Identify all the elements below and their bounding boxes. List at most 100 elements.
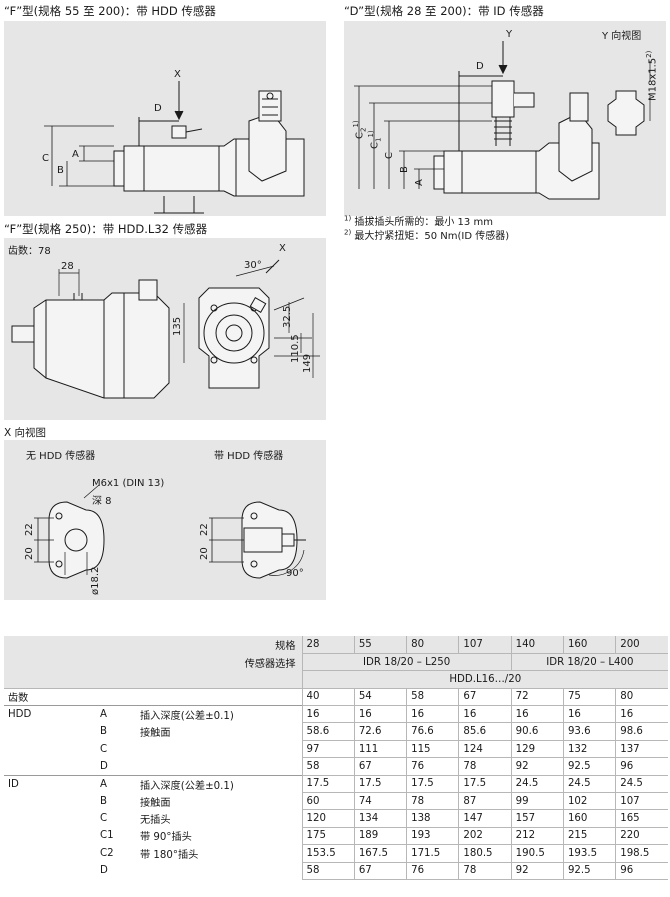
value-cell: 198.5 [615,844,668,863]
value-cell: 16 [353,705,407,724]
dim-20-right: 20 [199,547,210,560]
label-b: B [57,165,64,176]
value-cell: 24.5 [615,774,668,794]
heading-x-view: X 向视图 [4,427,47,439]
value-cell: 67 [458,688,512,707]
value-cell: 80 [615,688,668,707]
thread-label: M6x1 (DIN 13) [92,478,165,489]
value-cell: 67 [353,862,407,880]
value-cell: 17.5 [353,774,407,794]
flange-drawings [34,484,306,579]
value-cell: 175 [301,827,355,846]
section-name: ID [4,774,96,793]
value-cell: 129 [510,740,564,759]
value-cell: 102 [562,792,616,811]
value-cell: 220 [615,827,668,846]
value-cell: 202 [458,827,512,846]
x-view-right-title: 带 HDD 传感器 [214,451,284,462]
sensor-label: 传感器选择 [4,653,303,671]
value-cell: 58 [301,757,355,776]
footnote-2: 2) 最大拧紧扭矩：50 Nm(ID 传感器) [344,228,510,242]
value-cell: 78 [458,862,512,880]
value-cell: 76 [406,757,459,776]
row-desc [136,758,302,775]
dim-20-left: 20 [24,547,35,560]
table-row-sensor: 传感器选择 IDR 18/20 – L250 IDR 18/20 – L400 [4,653,668,672]
row-code: C [100,743,108,755]
value-cell: 111 [353,740,407,759]
value-cell: 137 [615,740,668,759]
value-cell: 193 [406,827,459,846]
value-cell: 120 [301,809,355,828]
value-cell: 16 [510,705,564,724]
row-desc: 带 180°插头 [140,849,199,861]
row-code: A [96,705,136,723]
value-cell: 96 [615,862,668,880]
dim-30: 30° [244,260,262,271]
hdd-range: HDD.L16…/20 [301,670,668,689]
value-cell: 96 [615,757,668,776]
label-c: C [42,153,49,164]
row-code [96,688,136,705]
value-cell: 78 [458,757,512,776]
value-cell: 92 [510,757,564,776]
value-cell: 54 [353,688,407,707]
dim-135: 135 [172,316,183,336]
heading-f-hdd-l32: “F”型(规格 250)：带 HDD.L32 传感器 [4,222,208,236]
x-view-left-title: 无 HDD 传感器 [26,451,96,462]
sensor-low: IDR 18/20 – L250 [301,653,512,672]
dim-22-left: 22 [24,523,35,536]
value-cell: 134 [353,809,407,828]
value-cell: 107 [615,792,668,811]
label-x: X [174,69,181,80]
dim-90: 90° [286,568,304,579]
value-cell: 124 [458,740,512,759]
row-code: A [96,774,136,793]
section-name [4,827,96,844]
label-a: A [414,179,425,186]
value-cell: 58.6 [301,722,355,741]
row-desc: 插入深度(公差±0.1) [136,705,303,723]
footnote-1: 1) 插拔插头所需的：最小 13 mm [344,214,493,228]
pump-drawing-f-l32 [11,259,320,399]
value-cell: 58 [406,688,459,707]
value-cell: 160 [562,809,616,828]
size-cell: 200 [615,636,668,654]
row-desc: 接触面 [140,728,171,740]
value-cell: 153.5 [301,844,355,863]
dim-18-2: ø18.2 [90,566,101,595]
value-cell: 17.5 [301,774,355,794]
value-cell: 24.5 [510,774,564,794]
row-code: D [100,760,108,772]
value-cell: 167.5 [353,844,407,863]
value-cell: 138 [406,809,459,828]
value-cell: 76.6 [406,722,459,741]
value-cell: 92 [510,862,564,880]
value-cell: 58 [301,862,355,880]
label-m18: M18x1.52) [645,50,659,101]
table-row-size: 规格 28 55 80 107 140 160 200 [4,636,668,654]
value-cell: 193.5 [562,844,616,863]
section-name [4,793,96,810]
value-cell: 16 [301,705,355,724]
value-cell: 16 [458,705,512,724]
row-desc: 无插头 [140,815,171,827]
value-cell: 115 [406,740,459,759]
value-cell: 165 [615,809,668,828]
section-name [4,862,96,879]
row-label: 齿数 [8,693,29,705]
row-code: B [100,795,107,807]
row-desc [136,862,302,879]
sensor-high: IDR 18/20 – L400 [510,653,668,672]
row-code: B [100,726,107,738]
value-cell: 72.6 [353,722,407,741]
value-cell: 85.6 [458,722,512,741]
